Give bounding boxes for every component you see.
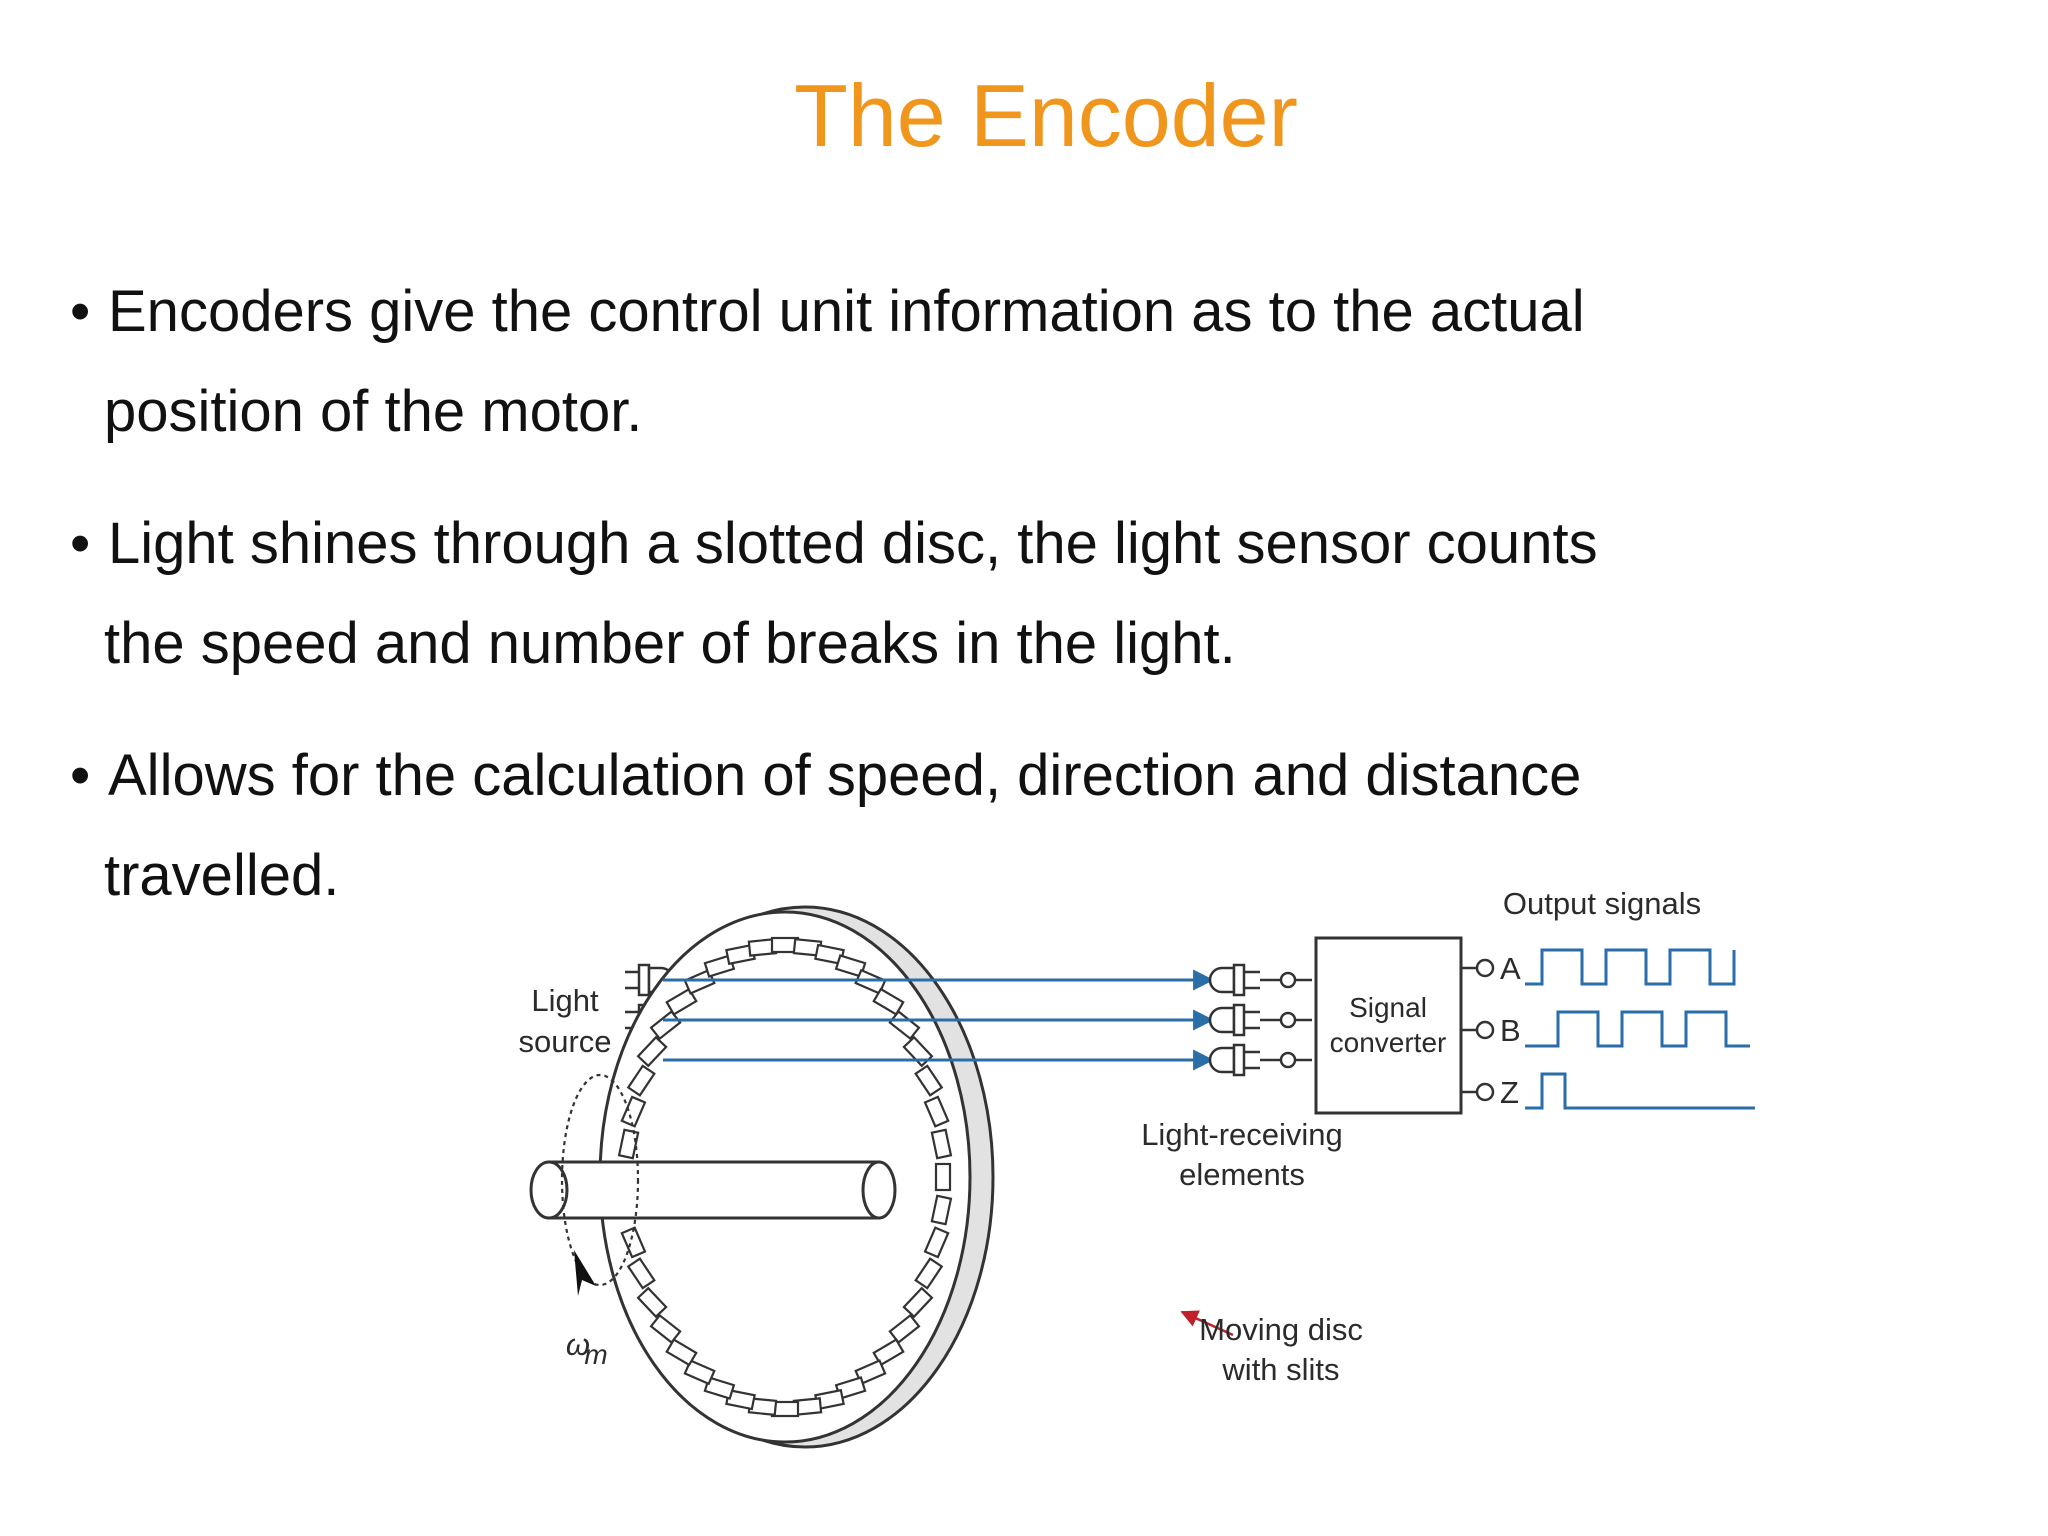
disc-slit (626, 1064, 656, 1097)
receiver-label: Light-receiving (1141, 1117, 1343, 1152)
bullet-item: • Encoders give the control unit informat… (70, 262, 1970, 462)
omega-subscript: m (584, 1339, 607, 1370)
bullet-dot: • (70, 743, 91, 808)
channel-label-b: B (1500, 1013, 1521, 1048)
encoder-diagram: Light source (500, 880, 1840, 1465)
disc-slit (854, 968, 887, 995)
encoder-diagram-svg: Light source (518, 886, 1755, 1449)
disc-label: Moving disc (1199, 1312, 1363, 1347)
disc-slit (888, 1313, 921, 1344)
waveform-b (1525, 1010, 1750, 1048)
receiver-icon (1208, 963, 1312, 997)
waveform-z (1525, 1072, 1755, 1110)
channel-label-a: A (1500, 951, 1521, 986)
disc-slit (930, 1194, 953, 1226)
motor-shaft (529, 1160, 897, 1220)
disc-slit (872, 1338, 905, 1367)
disc-pointer-arrow (1180, 1310, 1234, 1337)
disc-slit (649, 1313, 682, 1344)
disc-slit (923, 1226, 950, 1259)
disc-slit (930, 1128, 953, 1160)
light-receivers (1208, 963, 1312, 1077)
disc-label: with slits (1221, 1352, 1339, 1387)
disc-slit (683, 1359, 716, 1386)
converter-label: converter (1330, 1027, 1447, 1058)
disc-slits (617, 936, 953, 1418)
receiver-label: elements (1179, 1157, 1305, 1192)
bullet-text: Allows for the calculation of speed, dir… (108, 743, 1582, 808)
bullet-item: • Light shines through a slotted disc, th… (70, 494, 1970, 694)
disc-slit (626, 1257, 656, 1290)
output-waveforms (1525, 948, 1755, 1110)
bullet-dot: • (70, 511, 91, 576)
channel-label-z: Z (1500, 1075, 1519, 1110)
disc-slit (620, 1226, 647, 1259)
omega-symbol: ω (566, 1327, 590, 1362)
bullet-text: Encoders give the control unit informati… (108, 279, 1585, 344)
output-signals-title: Output signals (1503, 886, 1701, 921)
light-source-label: source (518, 1024, 611, 1059)
disc-slit (872, 987, 905, 1016)
disc-slit (636, 1286, 668, 1319)
disc-slit (665, 1338, 698, 1367)
signal-converter: Signal converter (1314, 936, 1463, 1115)
receiver-icon (1208, 1043, 1312, 1077)
bullet-text: travelled. (104, 843, 340, 908)
rotation-indicator: ω m (560, 1073, 640, 1370)
disc-slit (914, 1064, 944, 1097)
disc-slit (934, 1162, 952, 1192)
disc-slit (649, 1010, 682, 1041)
receiver-icon (1208, 1003, 1312, 1037)
bullet-text: Light shines through a slotted disc, the… (108, 511, 1598, 576)
bullet-text: position of the motor. (104, 379, 643, 444)
disc-slit (914, 1257, 944, 1290)
disc-slit (902, 1286, 934, 1319)
disc-slit (617, 1128, 640, 1160)
waveform-a (1525, 948, 1736, 986)
light-source-label: Light (531, 983, 599, 1018)
bullet-item: • Allows for the calculation of speed, di… (70, 726, 1970, 926)
slide-title: The Encoder (794, 66, 1298, 165)
bullet-text: the speed and number of breaks in the li… (104, 611, 1236, 676)
light-beams (663, 969, 1215, 1071)
converter-label: Signal (1349, 992, 1427, 1023)
bullet-dot: • (70, 279, 91, 344)
bullet-list: • Encoders give the control unit informat… (70, 262, 1970, 958)
disc-slit (665, 987, 698, 1016)
output-terminals (1461, 958, 1495, 1102)
disc-slit (636, 1035, 668, 1068)
disc-slit (923, 1095, 950, 1128)
